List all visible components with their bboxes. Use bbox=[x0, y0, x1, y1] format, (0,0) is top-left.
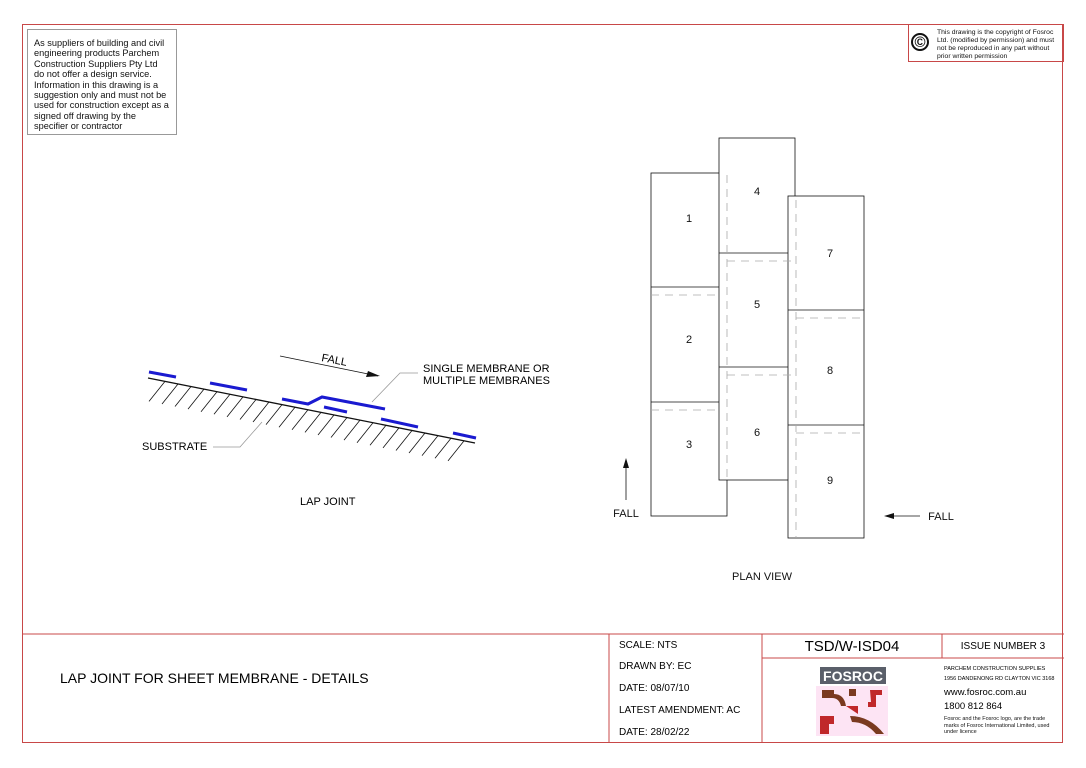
copyright-icon: © bbox=[911, 33, 929, 51]
phone-number: 1800 812 864 bbox=[944, 701, 1002, 712]
hatch-line bbox=[447, 440, 465, 462]
hatch-line bbox=[226, 396, 244, 418]
sheet-border bbox=[22, 24, 1063, 743]
hatch-line bbox=[174, 386, 192, 407]
membrane-label-1: SINGLE MEMBRANE OR bbox=[423, 363, 550, 375]
hatch-line bbox=[148, 381, 166, 402]
hatch-line bbox=[291, 409, 309, 431]
lap-joint-caption: LAP JOINT bbox=[300, 496, 356, 508]
plan-view bbox=[625, 137, 920, 539]
sheet-4: 4 bbox=[754, 186, 760, 198]
membranes bbox=[148, 370, 477, 440]
sheet-2: 2 bbox=[686, 334, 692, 346]
fosroc-logo: FOSROC bbox=[816, 667, 888, 736]
company-address: 1956 DANDENONG RD CLAYTON VIC 3168 bbox=[944, 676, 1054, 682]
logo-text: FOSROC bbox=[823, 668, 883, 684]
sheet-1: 1 bbox=[686, 213, 692, 225]
hatch-line bbox=[317, 414, 335, 436]
fall-label: FALL bbox=[320, 352, 348, 369]
hatch-line bbox=[369, 425, 387, 446]
substrate-leader bbox=[213, 421, 263, 448]
fall-label-left: FALL bbox=[613, 508, 639, 520]
drawing-title: LAP JOINT FOR SHEET MEMBRANE - DETAILS bbox=[60, 670, 369, 686]
hatch-line bbox=[304, 412, 322, 433]
latest-amendment: LATEST AMENDMENT: AC bbox=[619, 705, 740, 716]
drawing-number: TSD/W-ISD04 bbox=[805, 638, 900, 655]
membrane-label-2: MULTIPLE MEMBRANES bbox=[423, 375, 550, 387]
fall-arrow-up bbox=[623, 458, 629, 468]
substrate-hatching bbox=[148, 381, 465, 462]
hatch-line bbox=[161, 383, 179, 405]
hatch-line bbox=[343, 419, 361, 441]
sheet-3: 3 bbox=[686, 439, 692, 451]
website-link[interactable]: www.fosroc.com.au bbox=[943, 687, 1026, 698]
scale: SCALE: NTS bbox=[619, 640, 678, 651]
sheet-column-2 bbox=[718, 137, 796, 481]
hatch-line bbox=[252, 401, 270, 423]
hatch-line bbox=[278, 406, 296, 428]
hatch-line bbox=[408, 432, 426, 454]
copyright-notice: This drawing is the copyright of Fosroc … bbox=[908, 24, 1064, 62]
sheet-5: 5 bbox=[754, 299, 760, 311]
substrate-label: SUBSTRATE bbox=[142, 441, 207, 453]
sheet-8: 8 bbox=[827, 365, 833, 377]
fall-arrow-left bbox=[884, 513, 894, 519]
hatch-line bbox=[434, 437, 452, 459]
hatch-line bbox=[421, 435, 439, 456]
date: DATE: 08/07/10 bbox=[619, 683, 690, 694]
hatch-line bbox=[330, 417, 348, 438]
lap-joint-detail: FALL SINGLE MEMBRANE OR MULTIPLE MEMBRAN… bbox=[142, 352, 550, 508]
company-name: PARCHEM CONSTRUCTION SUPPLIES bbox=[944, 666, 1046, 672]
sheet-column-3 bbox=[787, 195, 865, 539]
drawn-by: DRAWN BY: EC bbox=[619, 661, 691, 672]
fall-arrow bbox=[279, 355, 379, 377]
fall-label-right: FALL bbox=[928, 511, 954, 523]
title-block-lines bbox=[22, 633, 1064, 743]
disclaimer-box: As suppliers of building and civil engin… bbox=[27, 29, 177, 135]
amendment-date: DATE: 28/02/22 bbox=[619, 727, 690, 738]
sheet-9: 9 bbox=[827, 475, 833, 487]
membrane-leader bbox=[371, 372, 418, 403]
hatch-line bbox=[382, 427, 400, 449]
issue-number: ISSUE NUMBER 3 bbox=[961, 641, 1046, 652]
trademark-notice: Fosroc and the Fosroc logo, are the trad… bbox=[944, 716, 1050, 735]
hatch-line bbox=[239, 399, 257, 420]
hatch-line bbox=[200, 391, 218, 412]
sheet-7: 7 bbox=[827, 248, 833, 260]
hatch-line bbox=[265, 404, 283, 425]
hatch-line bbox=[187, 388, 205, 410]
hatch-line bbox=[356, 422, 374, 443]
substrate-line bbox=[147, 377, 476, 444]
sheet-6: 6 bbox=[754, 427, 760, 439]
lap-dashed-lines bbox=[651, 175, 864, 538]
plan-view-caption: PLAN VIEW bbox=[732, 571, 793, 583]
hatch-line bbox=[395, 430, 413, 451]
hatch-line bbox=[213, 394, 231, 415]
